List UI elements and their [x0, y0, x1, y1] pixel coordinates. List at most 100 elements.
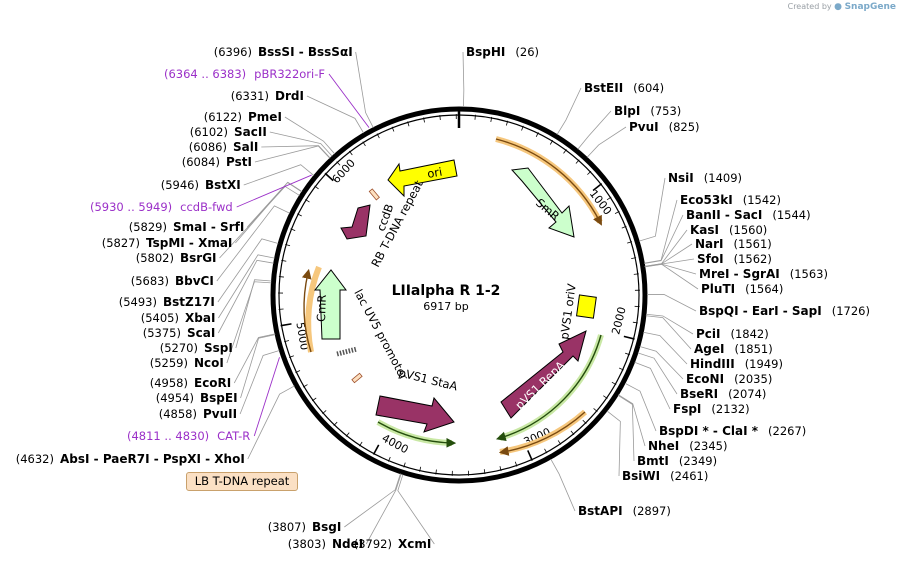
- site-label: BspHI(26): [466, 45, 539, 59]
- ruler-tick: [314, 185, 319, 190]
- site-label: (3807)BsgI: [268, 520, 342, 534]
- ruler-tick: [632, 321, 638, 324]
- site-leader: [644, 263, 699, 290]
- site-label: BlpI(753): [614, 104, 681, 118]
- site-leader: [233, 333, 276, 384]
- site-label: BmtI(2349): [637, 454, 717, 468]
- credit-prefix: Created by: [787, 2, 832, 11]
- site-position: (5802): [136, 251, 174, 265]
- site-label: BanII - SacI(1544): [686, 208, 811, 222]
- site-name: PvuII: [203, 407, 237, 421]
- ccdb-arrow: [340, 204, 371, 240]
- ruler-tick: [621, 225, 627, 229]
- site-leader: [624, 382, 657, 432]
- primer-ccdb-fwd: (5930 .. 5949)ccdB-fwd: [90, 200, 233, 214]
- site-name: BseRI: [680, 387, 718, 401]
- site-position: (1564): [745, 282, 783, 296]
- primer-leader: [328, 73, 370, 128]
- site-label: (5829)SmaI - SrfI: [129, 220, 245, 234]
- ruler-tick: [362, 141, 366, 147]
- site-label: AgeI(1851): [694, 342, 773, 356]
- site-leader: [254, 145, 331, 163]
- ruler-tick: [435, 469, 437, 475]
- site-leader: [462, 51, 465, 108]
- ruler-tick: [391, 126, 395, 132]
- site-position: (5493): [119, 295, 157, 309]
- site-name: SalI: [233, 140, 258, 154]
- site-leader: [247, 385, 295, 460]
- site-leader: [550, 458, 576, 512]
- ruler-tick: [295, 370, 301, 373]
- site-label: EcoNI(2035): [686, 372, 772, 386]
- ruler-tick: [419, 466, 422, 472]
- site-name: BsrGI: [180, 251, 217, 265]
- site-label: (4632)AbsI - PaeR7I - PspXI - XhoI: [16, 452, 245, 466]
- site-name: BstZ17I: [163, 295, 215, 309]
- site-name: FspI: [673, 402, 701, 416]
- site-position: (1542): [743, 193, 781, 207]
- site-name: AgeI: [694, 342, 724, 356]
- site-name: ScaI: [187, 326, 215, 340]
- site-leader: [217, 259, 274, 334]
- site-label: (6396)BssSI - BssSαI: [214, 45, 353, 59]
- site-position: (1949): [745, 357, 783, 371]
- site-name: Eco53kI: [680, 193, 733, 207]
- ruler-tick: [290, 228, 296, 231]
- site-label: (4954)BspEI: [156, 391, 238, 405]
- ruler-tick: [403, 462, 406, 468]
- site-position: (3807): [268, 520, 306, 534]
- site-leader: [586, 126, 627, 158]
- smr-arrow: [510, 167, 575, 238]
- site-label: PluTI(1564): [701, 282, 783, 296]
- site-leader: [643, 331, 688, 365]
- credit-brand: SnapGene: [844, 2, 896, 12]
- site-position: (4954): [156, 391, 194, 405]
- site-name: NdeI: [332, 537, 363, 551]
- snapgene-credit: Created by ● SnapGene: [788, 2, 896, 12]
- site-position: (2074): [728, 387, 766, 401]
- ruler-tick: [345, 432, 350, 437]
- ruler-tick: [288, 355, 294, 358]
- site-leader: [637, 352, 678, 395]
- site-position: (5946): [161, 178, 199, 192]
- site-name: BspDI * - ClaI *: [659, 424, 759, 438]
- site-label: Eco53kI (1542): [680, 193, 781, 207]
- site-name: XbaI: [185, 311, 215, 325]
- site-name: PstI: [226, 155, 252, 169]
- site-name: BbvCI: [175, 274, 214, 288]
- ruler-tick: [297, 213, 302, 217]
- site-label: HindIII(1949): [690, 357, 783, 371]
- site-label: (6102)SacII: [190, 125, 267, 139]
- site-leader: [269, 131, 333, 157]
- site-label: (5827)TspMI - XmaI: [102, 236, 233, 250]
- ruler-tick: [336, 161, 341, 166]
- site-label: (5946)BstXI: [161, 178, 241, 192]
- ruler-tick: [592, 183, 603, 192]
- ruler-tick: [593, 408, 598, 412]
- site-labels: BspHI(26)BstEII(604)BlpI(753)PvuI(825)Ns…: [16, 45, 870, 551]
- site-name: XcmI: [398, 537, 431, 551]
- site-leader: [644, 199, 678, 264]
- site-label: PvuI(825): [629, 120, 700, 134]
- ruler-tick: [575, 159, 580, 164]
- ruler-tick: [439, 114, 441, 121]
- site-leader: [355, 51, 374, 128]
- rb-tdna-repeat-mark: [368, 188, 380, 201]
- site-name: BspQI - EarI - SapI: [699, 304, 822, 318]
- primer-leader: [236, 174, 312, 208]
- site-name: BmtI: [637, 454, 669, 468]
- site-position: (6331): [231, 89, 269, 103]
- site-position: (4958): [150, 376, 188, 390]
- site-leader: [618, 394, 646, 447]
- site-leader: [243, 164, 315, 186]
- site-leader: [617, 394, 635, 462]
- pvs1-oriv-box: [575, 294, 597, 319]
- orf-arrow-repa: [495, 334, 602, 442]
- site-position: (2461): [670, 469, 708, 483]
- site-label: BspQI - EarI - SapI(1726): [699, 304, 870, 318]
- site-label: (3803)NdeI: [288, 537, 364, 551]
- ruler-tick: [348, 150, 353, 156]
- site-name: AbsI - PaeR7I - PspXI - XhoI: [60, 452, 245, 466]
- site-name: BanII - SacI: [686, 208, 762, 222]
- ruler-tick: [623, 335, 635, 340]
